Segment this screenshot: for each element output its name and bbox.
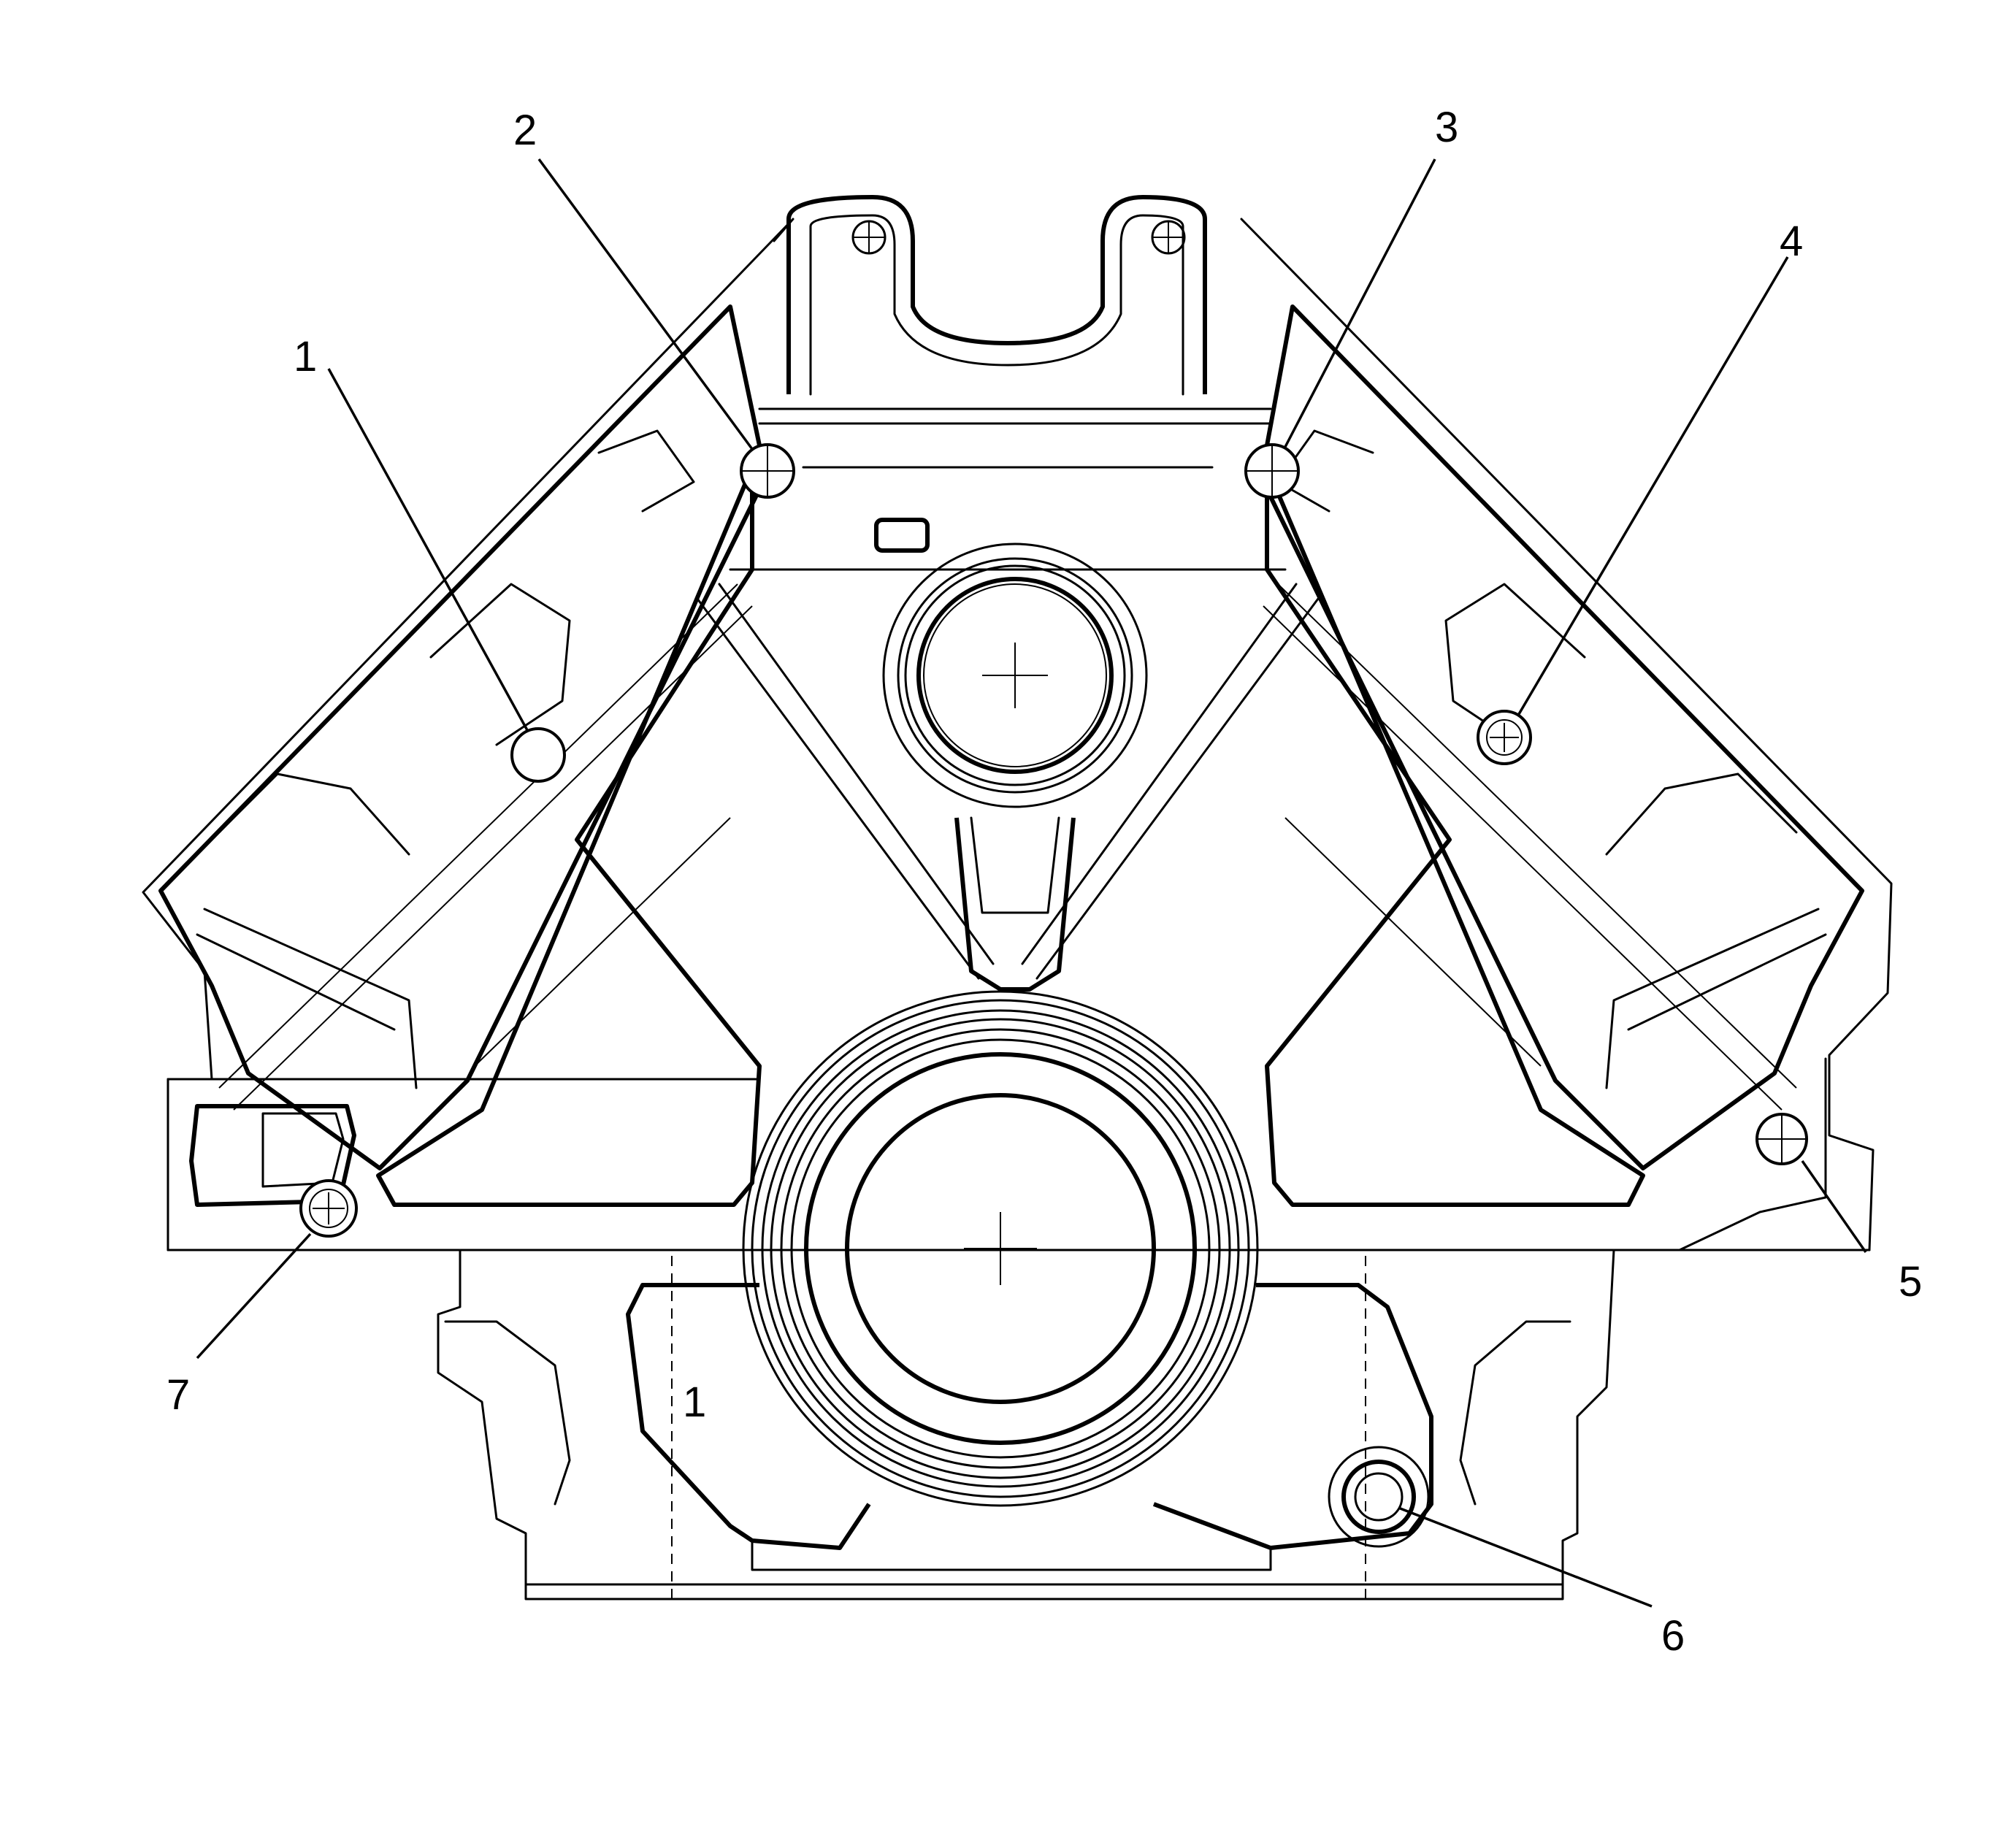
callout-labels: 1 2 3 4 5 6 7 — [166, 104, 1922, 1660]
right-bank-rib-2 — [1627, 933, 1827, 1031]
right-bank-port — [1605, 772, 1798, 856]
right-bank-cylinder-line-c — [1284, 817, 1542, 1067]
left-bank-port — [218, 772, 410, 856]
right-bank-rib-1 — [1605, 908, 1820, 1089]
callout-label-1: 1 — [294, 333, 317, 380]
callout-label-2: 2 — [513, 107, 537, 154]
callout-holes — [299, 443, 1808, 1238]
valley-diagonal-right-a — [1035, 597, 1320, 980]
callout-label-4: 4 — [1780, 218, 1803, 265]
top-lug-bracket-inner — [809, 214, 1184, 396]
block-flange-right — [1678, 1057, 1827, 1251]
leader-7 — [196, 1232, 312, 1360]
valley-diagonal-left-a — [696, 597, 980, 980]
callout-leaders — [196, 158, 1867, 1608]
camshaft-bore — [882, 542, 1148, 808]
leader-6 — [1398, 1506, 1653, 1608]
left-side-boss — [444, 1320, 571, 1506]
valley-center-web-inner — [970, 816, 1060, 914]
left-flange-pocket-inner — [261, 1112, 345, 1188]
valley-diagonal-left-b — [718, 583, 995, 965]
right-bank-cylinder-line-b — [1263, 605, 1783, 1111]
block-outer-right-edge — [1240, 218, 1893, 1251]
leader-1 — [327, 368, 529, 731]
left-bank-frame — [376, 465, 762, 1207]
oil-gallery-plug — [1328, 1446, 1430, 1548]
valley-diagonal-right-b — [1021, 583, 1298, 965]
leader-2 — [537, 158, 754, 451]
left-bank-rib-2 — [196, 933, 396, 1031]
sensor-connector — [874, 518, 930, 553]
callout-label-5: 5 — [1899, 1258, 1922, 1306]
engine-block: 1 — [142, 195, 1893, 1600]
left-bank-upper-port — [597, 429, 695, 513]
crankshaft-bore — [742, 990, 1259, 1507]
casting-mark: 1 — [683, 1379, 706, 1426]
left-bank-boss — [429, 583, 571, 746]
left-head-deck — [158, 304, 765, 1170]
callout-label-3: 3 — [1435, 104, 1458, 151]
left-bank-rib-1 — [203, 908, 418, 1089]
right-bank-frame — [1265, 465, 1645, 1207]
callout-label-7: 7 — [166, 1371, 190, 1419]
lower-crankcase-outline — [437, 1249, 1615, 1600]
right-head-deck — [1261, 304, 1864, 1170]
callout-label-6: 6 — [1661, 1612, 1685, 1660]
top-lug-bracket — [786, 195, 1207, 394]
main-cap-left — [626, 1283, 871, 1550]
leader-3 — [1284, 158, 1436, 448]
leader-5 — [1801, 1160, 1867, 1253]
left-bank-cylinder-line-c — [474, 817, 731, 1067]
leader-4 — [1517, 256, 1789, 715]
right-bank-cylinder-line-a — [1277, 583, 1797, 1089]
main-cap-bottom — [751, 1539, 1272, 1571]
right-bank-upper-port — [1276, 429, 1374, 513]
left-bank-cylinder-line-b — [233, 605, 753, 1111]
right-bank-boss — [1444, 583, 1586, 746]
main-cap-right — [1152, 1283, 1433, 1550]
hole-7-inner — [309, 1189, 348, 1228]
hole-1 — [510, 727, 566, 783]
left-bank-cylinder-line-a — [218, 583, 738, 1089]
hole-4-inner — [1486, 719, 1523, 756]
right-side-boss — [1459, 1320, 1571, 1506]
valley-center-web — [954, 817, 1076, 992]
